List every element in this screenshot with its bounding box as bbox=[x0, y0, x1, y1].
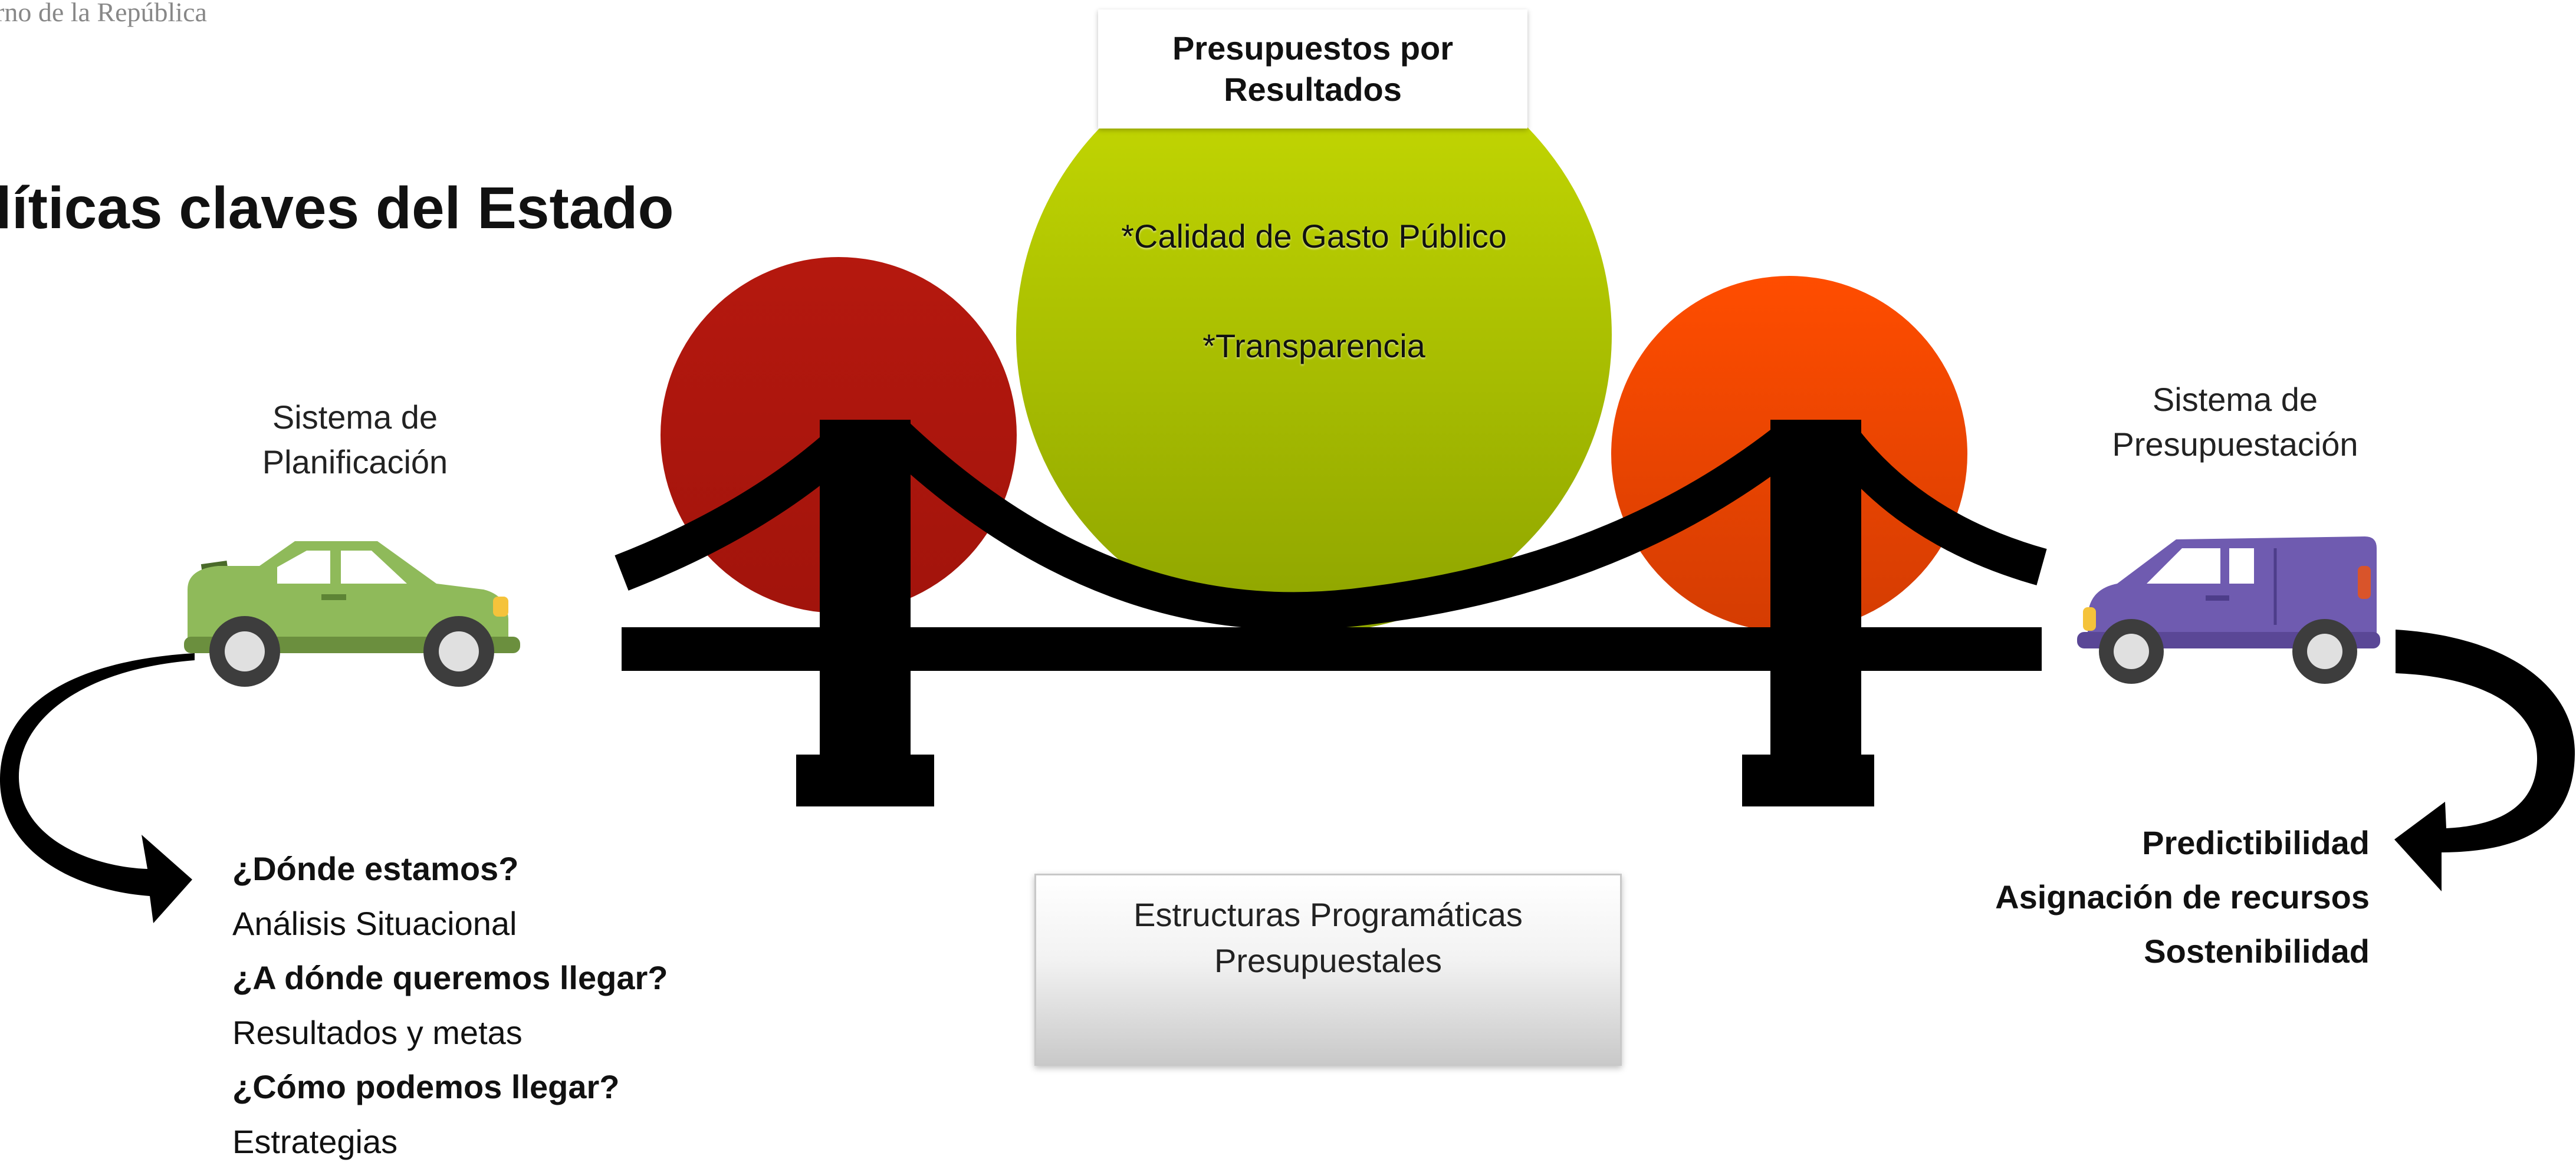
organization-header: rno de la República bbox=[0, 0, 207, 28]
planning-system-label: Sistema de Planificación bbox=[178, 395, 532, 485]
circle-item-quality: *Calidad de Gasto Público bbox=[1019, 217, 1609, 255]
programmatic-structures-box: Estructuras Programáticas Presupuestales bbox=[1034, 874, 1622, 1066]
label-line: Sistema de bbox=[2058, 377, 2412, 422]
box-title-line: Presupuestos por bbox=[1172, 28, 1453, 69]
budgeting-system-label: Sistema de Presupuestación bbox=[2058, 377, 2412, 467]
page-title: líticas claves del Estado bbox=[0, 174, 674, 242]
label-line: Presupuestación bbox=[2058, 422, 2412, 467]
box-title-line: Resultados bbox=[1172, 69, 1453, 110]
box-line: Estructuras Programáticas bbox=[1133, 892, 1523, 938]
budget-by-results-box: Presupuestos por Resultados bbox=[1098, 9, 1527, 129]
list-item-question: ¿A dónde queremos llegar? bbox=[232, 951, 668, 1006]
budgeting-outcomes-list: Predictibilidad Asignación de recursos S… bbox=[1995, 816, 2370, 979]
right-curved-arrow-icon bbox=[2394, 630, 2575, 891]
list-item: Asignación de recursos bbox=[1995, 870, 2370, 924]
green-car-icon bbox=[184, 541, 520, 687]
label-line: Planificación bbox=[178, 440, 532, 485]
list-item-question: ¿Dónde estamos? bbox=[232, 842, 668, 897]
box-line: Presupuestales bbox=[1214, 938, 1442, 984]
left-curved-arrow-icon bbox=[0, 653, 195, 923]
planning-questions-list: ¿Dónde estamos? Análisis Situacional ¿A … bbox=[232, 842, 668, 1169]
list-item: Resultados y metas bbox=[232, 1006, 668, 1061]
list-item: Sostenibilidad bbox=[1995, 924, 2370, 979]
purple-van-icon bbox=[2077, 536, 2380, 684]
list-item: Análisis Situacional bbox=[232, 897, 668, 951]
list-item: Predictibilidad bbox=[1995, 816, 2370, 870]
label-line: Sistema de bbox=[178, 395, 532, 440]
circle-item-transparency: *Transparencia bbox=[1019, 327, 1609, 365]
list-item-question: ¿Cómo podemos llegar? bbox=[232, 1060, 668, 1115]
list-item: Estrategias bbox=[232, 1115, 668, 1169]
